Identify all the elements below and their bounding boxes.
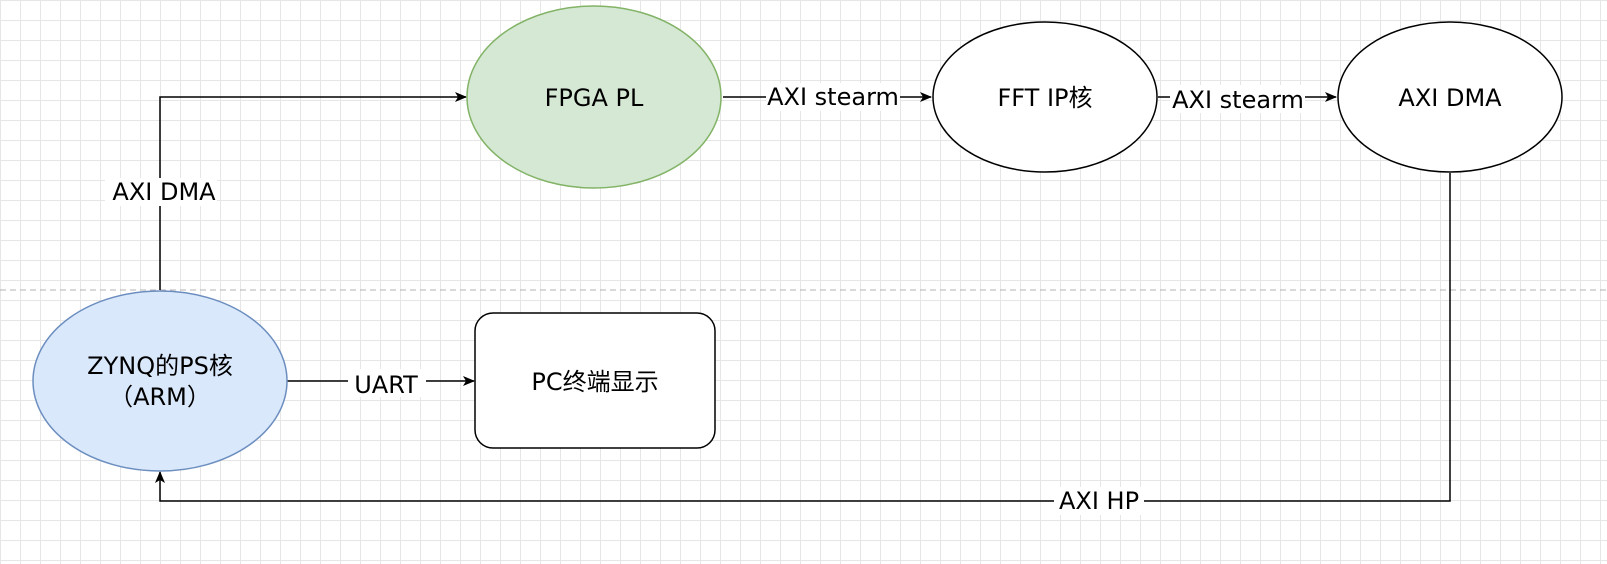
edge-ps-to-pl[interactable]: AXI DMA <box>105 92 467 290</box>
edge-fft-to-dma[interactable]: AXI stearm <box>1158 85 1337 114</box>
node-fpga-pl-label: FPGA PL <box>545 84 644 112</box>
node-pc-terminal[interactable]: PC终端显示 <box>474 312 716 449</box>
edge-label-axi-stearm-2: AXI stearm <box>1172 86 1304 114</box>
node-ps-core[interactable]: ZYNQ的PS核 （ARM） <box>32 290 288 472</box>
node-axi-dma[interactable]: AXI DMA <box>1337 21 1563 173</box>
node-ps-core-label-line2: （ARM） <box>109 383 211 411</box>
edge-pl-to-fft[interactable]: AXI stearm <box>723 83 932 111</box>
edge-label-uart: UART <box>354 371 418 399</box>
edge-label-axi-stearm-1: AXI stearm <box>767 83 899 111</box>
node-axi-dma-label: AXI DMA <box>1398 84 1502 112</box>
node-fft-ip[interactable]: FFT IP核 <box>932 21 1158 173</box>
edge-label-axi-hp: AXI HP <box>1059 487 1139 515</box>
edge-dma-to-ps[interactable]: AXI HP <box>155 173 1451 515</box>
node-fft-ip-label: FFT IP核 <box>997 84 1092 112</box>
node-fpga-pl[interactable]: FPGA PL <box>466 5 722 189</box>
edge-label-axi-dma: AXI DMA <box>112 178 216 206</box>
edge-ps-to-pc[interactable]: UART <box>287 369 475 399</box>
node-ps-core-label-line1: ZYNQ的PS核 <box>87 352 233 380</box>
node-pc-terminal-label: PC终端显示 <box>531 368 658 396</box>
